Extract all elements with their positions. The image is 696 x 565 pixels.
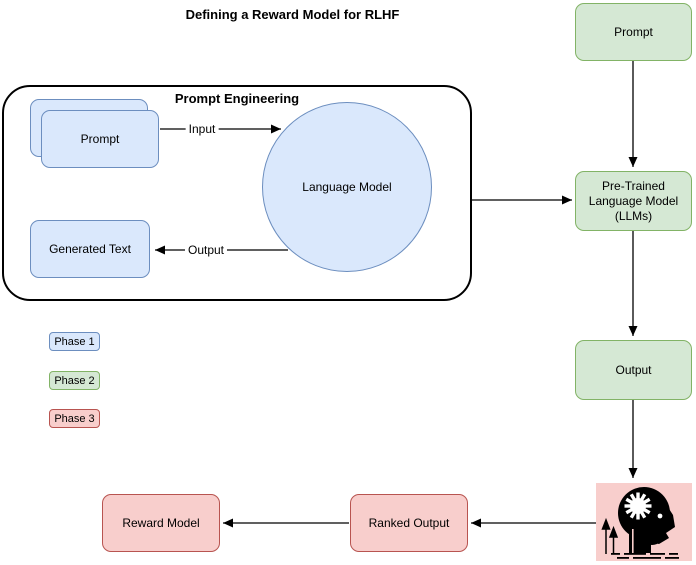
node-label: Pre-Trained Language Model (LLMs) xyxy=(588,178,679,223)
human-feedback-head-gear-icon xyxy=(596,483,692,561)
node-label: Language Model xyxy=(302,180,392,194)
generated-text-node: Generated Text xyxy=(30,220,150,278)
node-label: Prompt xyxy=(614,24,653,39)
prompt-stack-node: Prompt xyxy=(41,110,159,168)
node-label: Output xyxy=(615,362,652,377)
prompt-node: Prompt xyxy=(575,3,692,61)
node-label: Generated Text xyxy=(49,241,131,256)
legend-label: Phase 3 xyxy=(54,412,95,425)
diagram-title: Defining a Reward Model for RLHF xyxy=(185,7,400,22)
legend-label: Phase 2 xyxy=(54,374,95,387)
legend-phase-1: Phase 1 xyxy=(49,332,100,351)
reward-model-node: Reward Model xyxy=(102,494,220,552)
neck-highlight-line xyxy=(632,529,634,553)
legend-phase-3: Phase 3 xyxy=(49,409,100,428)
node-label: Reward Model xyxy=(122,515,200,530)
legend-phase-2: Phase 2 xyxy=(49,371,100,390)
face-dot xyxy=(657,513,663,519)
legend-label: Phase 1 xyxy=(54,335,95,348)
output-node: Output xyxy=(575,340,692,400)
baseline-dashes xyxy=(611,553,679,559)
pretrained-llm-node: Pre-Trained Language Model (LLMs) xyxy=(575,171,692,231)
output-edge-label: Output xyxy=(184,243,228,257)
language-model-node: Language Model xyxy=(262,102,432,272)
ranked-output-node: Ranked Output xyxy=(350,494,468,552)
input-edge-label: Input xyxy=(185,122,219,136)
node-label: Ranked Output xyxy=(368,515,450,530)
gear-icon xyxy=(624,492,652,520)
rising-arrows-icon xyxy=(601,517,619,554)
node-label: Prompt xyxy=(80,131,120,146)
prompt-engineering-label: Prompt Engineering xyxy=(174,91,300,106)
